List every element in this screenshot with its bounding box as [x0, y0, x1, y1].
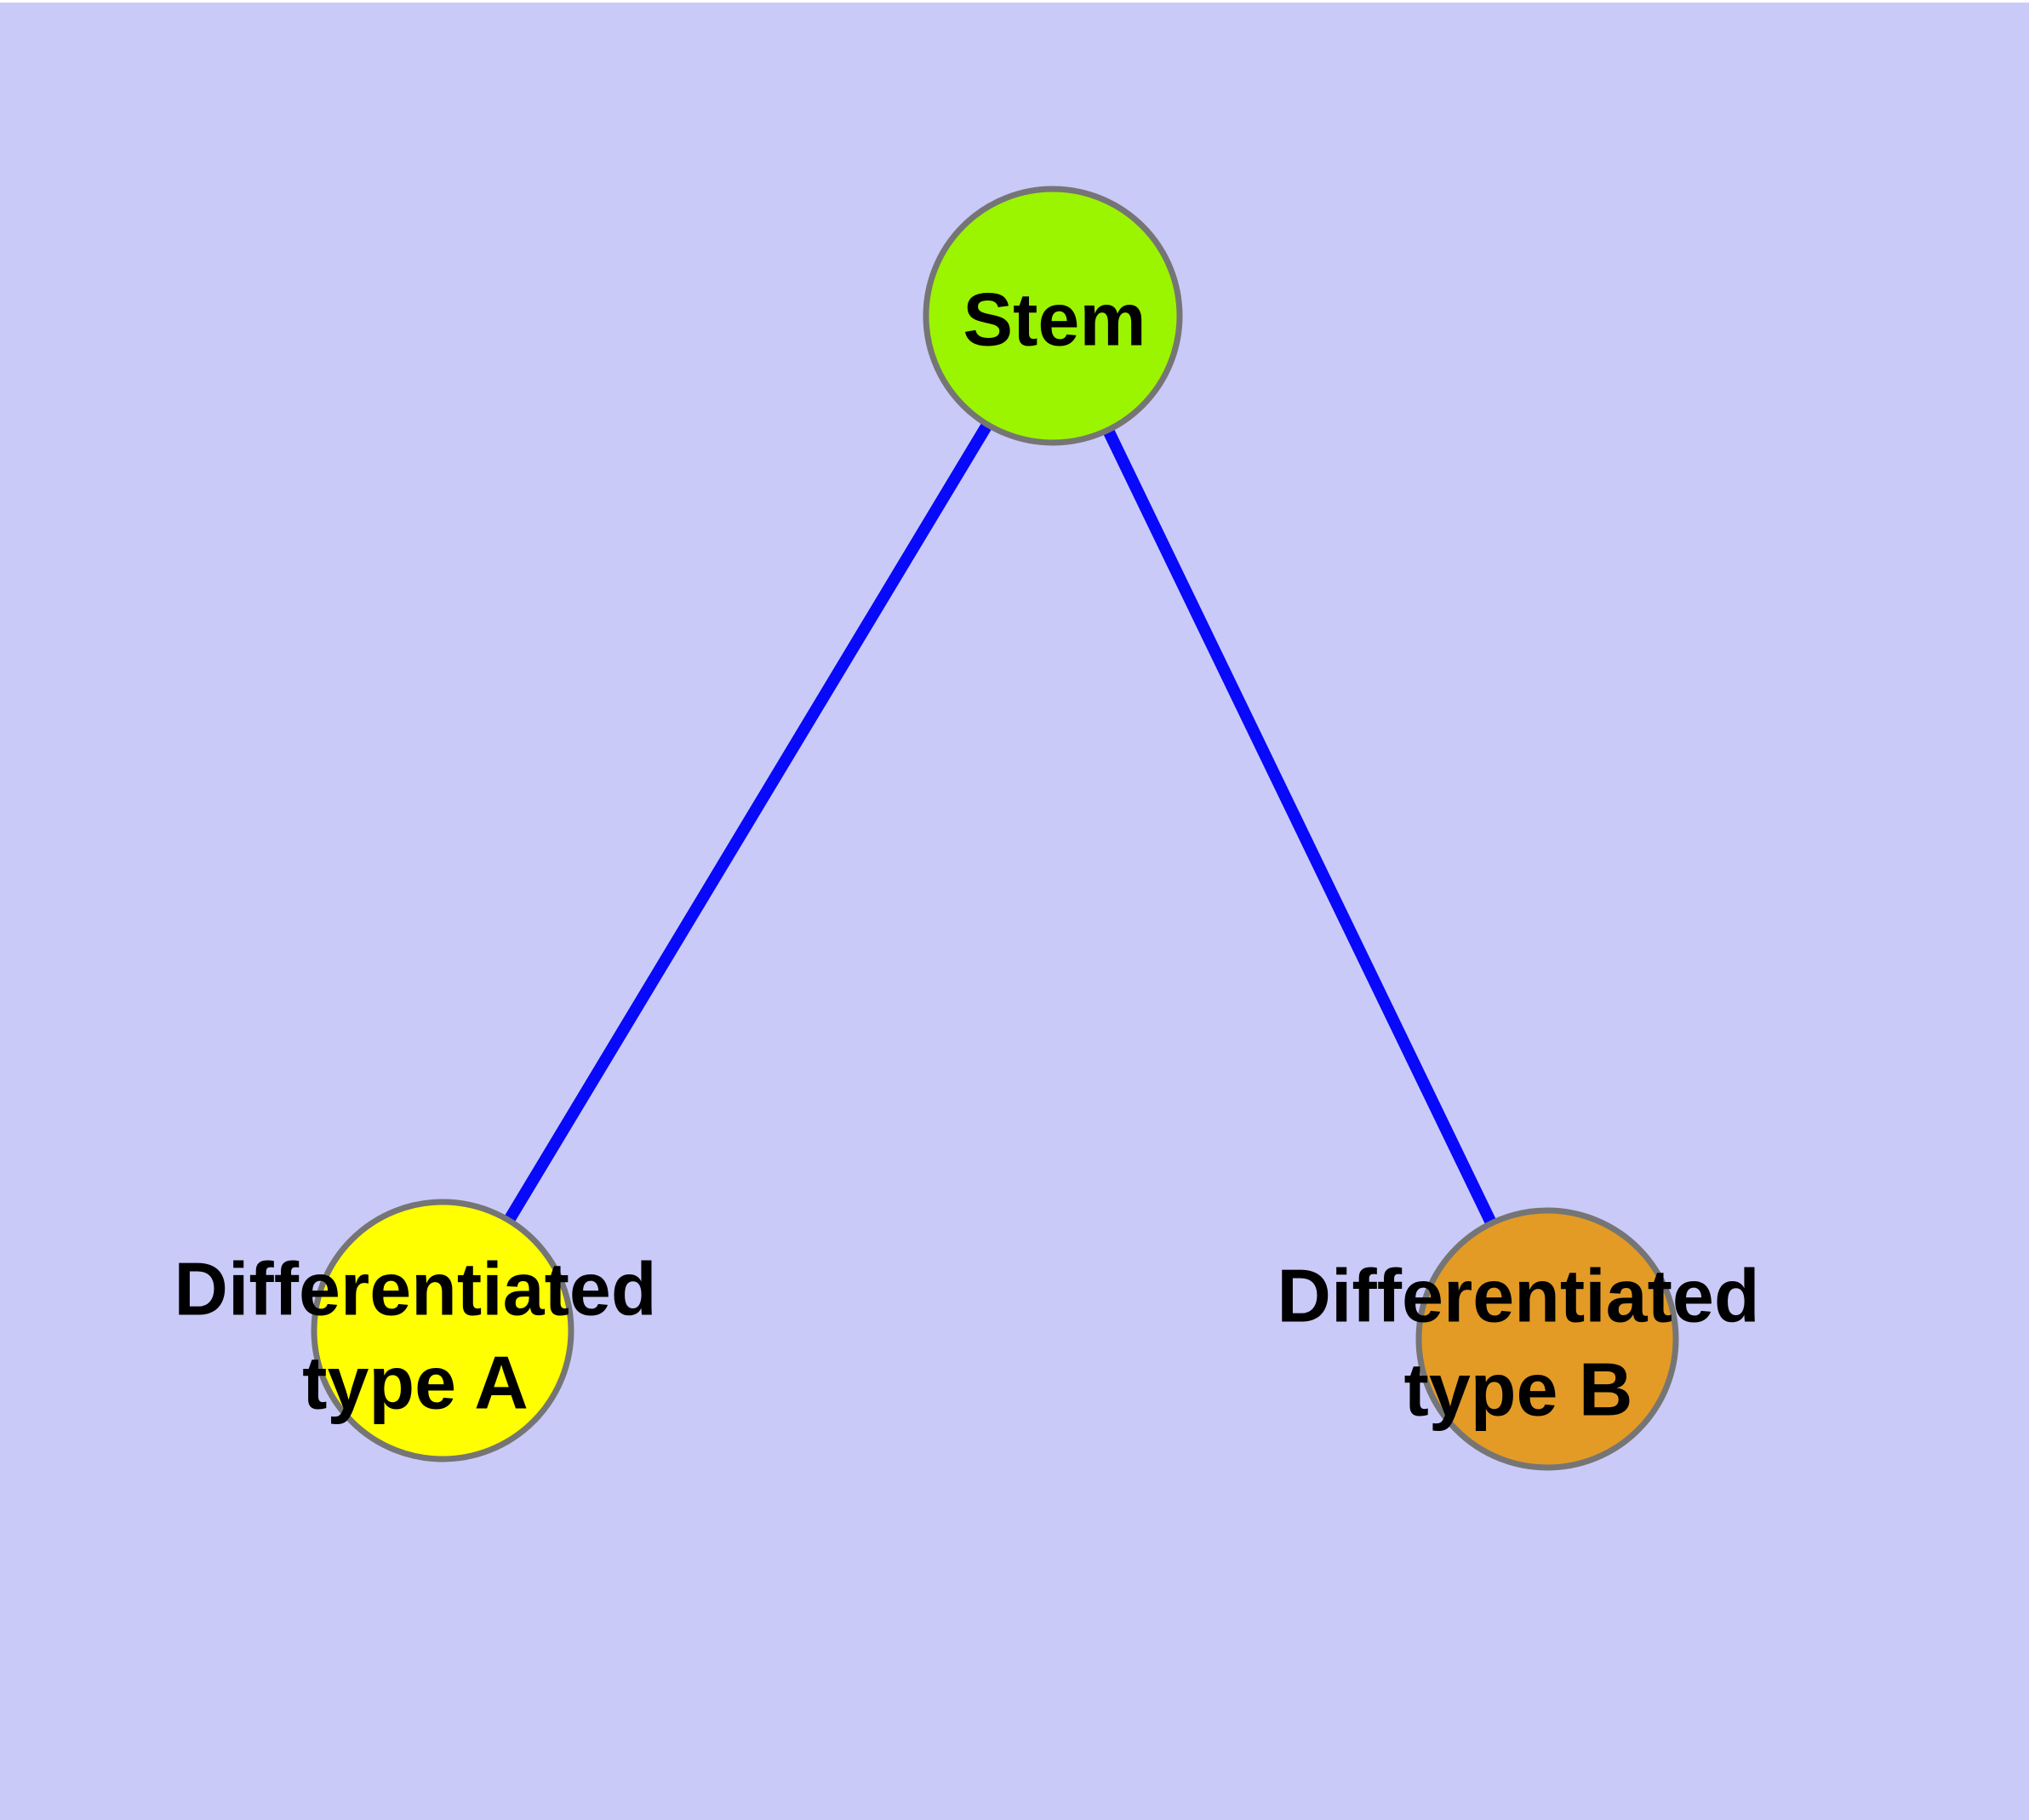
node-stem — [923, 186, 1183, 446]
node-stem-label: Stem — [963, 278, 1146, 362]
node-differentiated-type-a — [311, 1199, 574, 1462]
edge-stem-to-type-a — [437, 312, 1058, 1334]
node-type-b-label-line1: Differentiated — [1277, 1254, 1759, 1338]
node-type-a-label-line2: type A — [302, 1341, 529, 1425]
top-border — [0, 0, 2029, 3]
node-differentiated-type-b — [1415, 1207, 1679, 1471]
edge-stem-to-type-b — [1047, 312, 1553, 1342]
node-type-b-label-line2: type B — [1404, 1348, 1633, 1432]
node-type-a-label-line1: Differentiated — [174, 1247, 656, 1331]
